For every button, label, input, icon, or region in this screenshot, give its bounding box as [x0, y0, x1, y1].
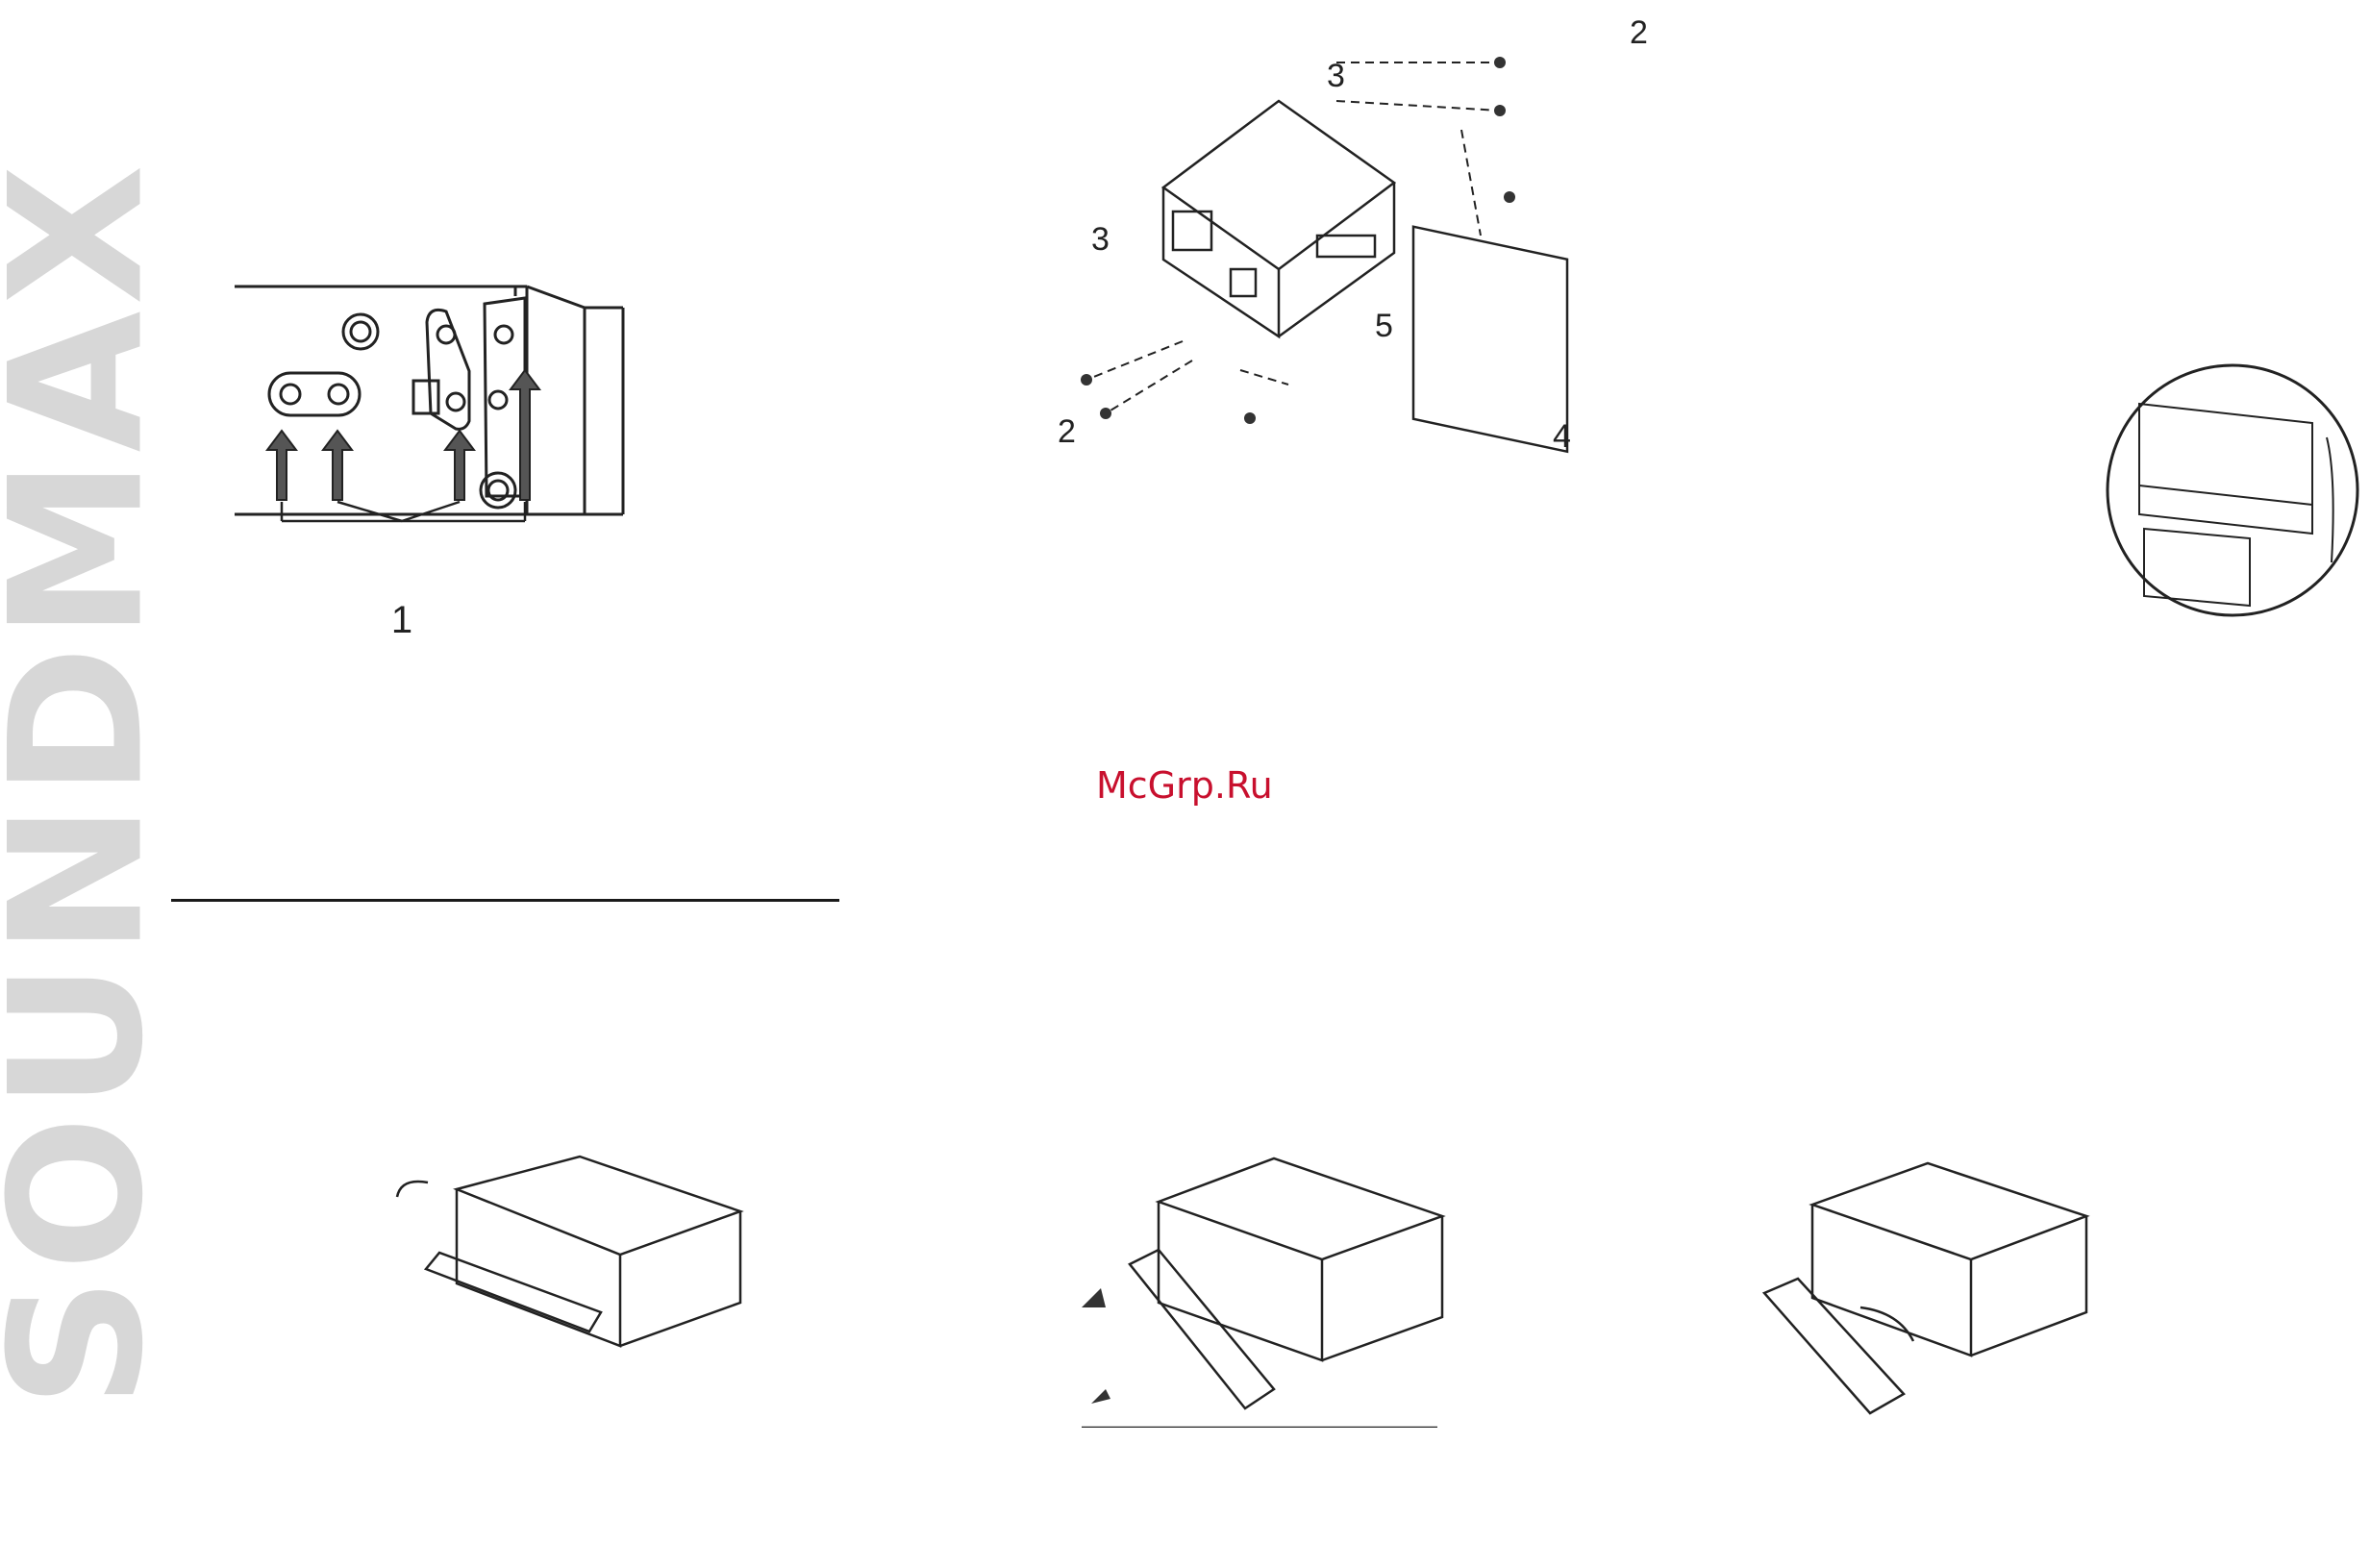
callout-3-left: 3 — [1091, 221, 1110, 258]
figure-exploded-mounting: 2 3 3 5 2 4 — [1048, 5, 1663, 466]
section-divider — [171, 899, 839, 902]
figure-inset-circle — [2101, 361, 2365, 620]
callout-1: 1 — [391, 599, 412, 641]
brand-logo: SOUNDMAX — [0, 0, 154, 1568]
figure-panel-detached — [1072, 1139, 1452, 1428]
figure-bracket-holes: 1 — [227, 279, 650, 644]
brand-logo-text: SOUNDMAX — [0, 159, 184, 1408]
callout-5: 5 — [1375, 308, 1393, 344]
callout-3-top: 3 — [1327, 58, 1345, 94]
figure-panel-open — [380, 1139, 750, 1375]
callout-4: 4 — [1553, 418, 1571, 455]
callout-2-top: 2 — [1630, 14, 1648, 51]
figure-panel-reattach — [1745, 1149, 2110, 1428]
callout-2-bottom: 2 — [1058, 413, 1076, 450]
watermark: McGrp.Ru — [1096, 764, 1273, 807]
